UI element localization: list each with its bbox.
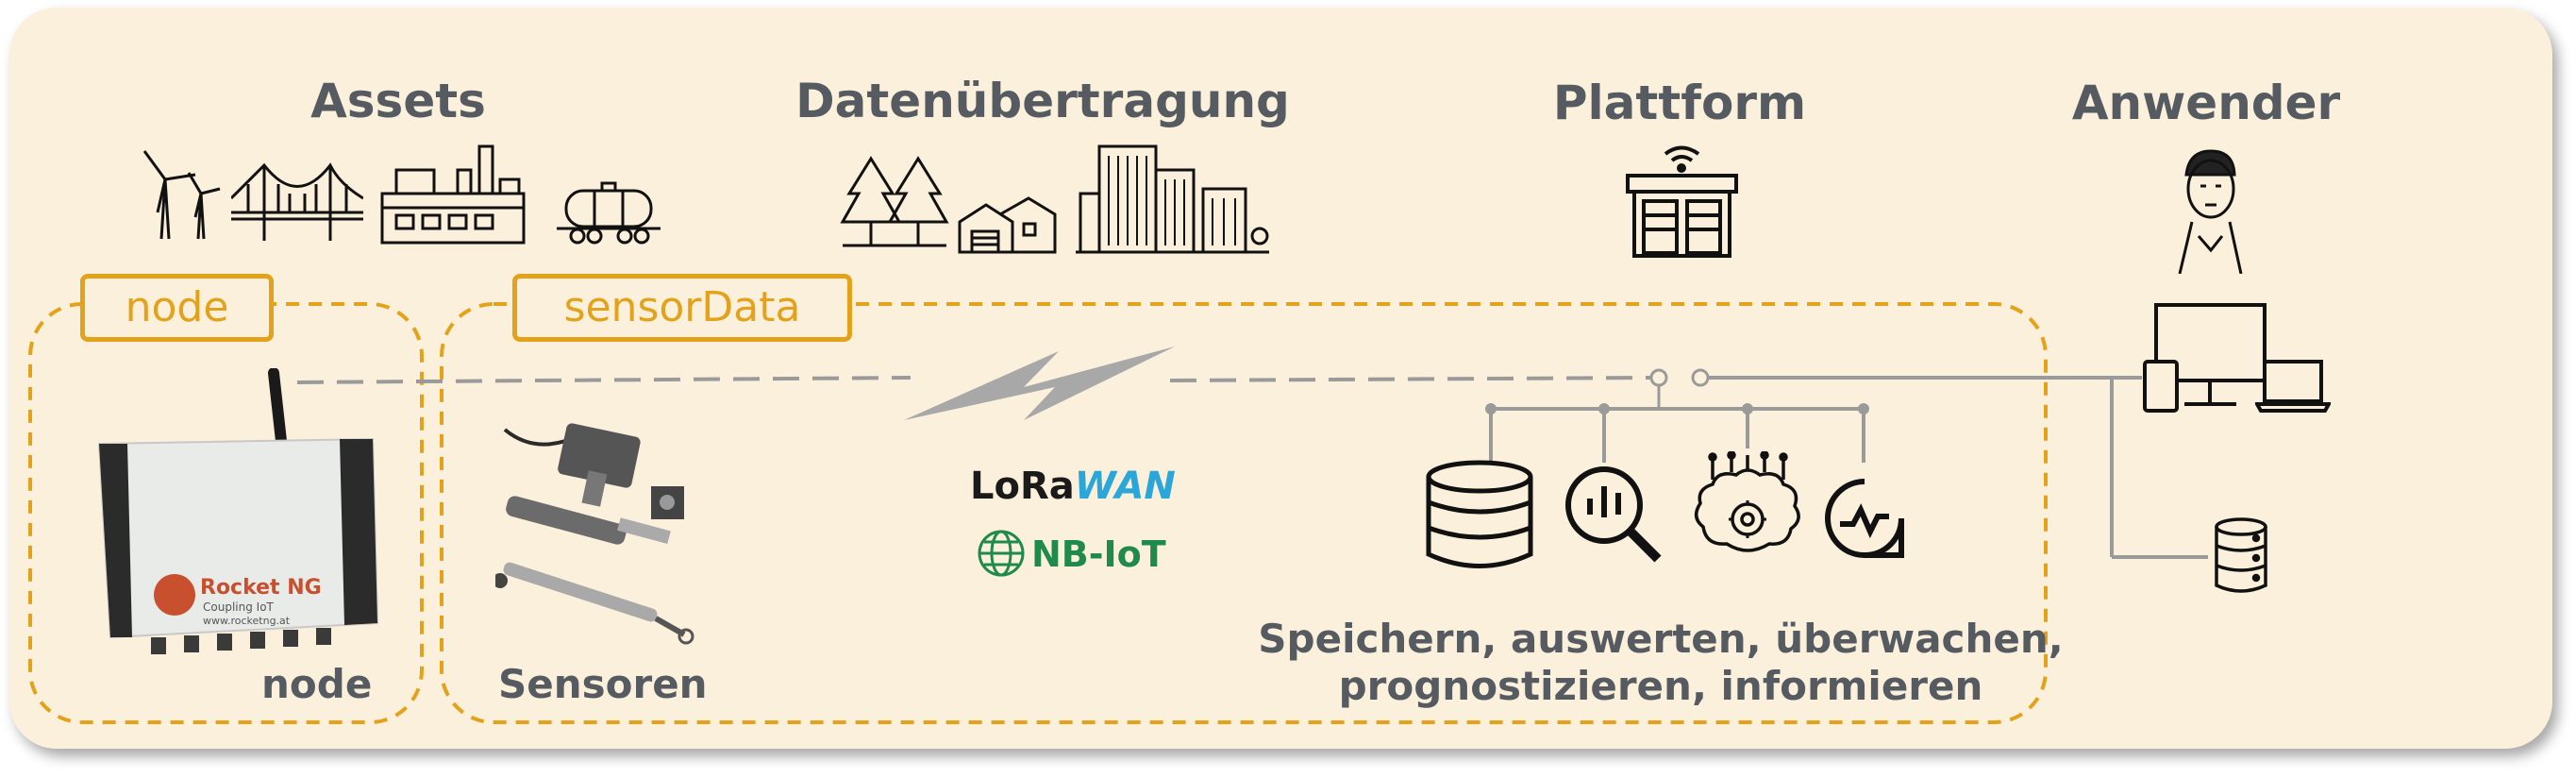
lorawan-logo-lora: LoRa (970, 465, 1075, 508)
lightning-icon (904, 347, 1175, 420)
transmission-line-right (1169, 376, 1654, 382)
heading-platform: Plattform (1552, 76, 1807, 130)
bridge-icon (231, 161, 363, 241)
platform-caption-line2: prognostizieren, informieren (1338, 663, 1983, 709)
sensor-data-group-box (440, 302, 2048, 724)
heading-data-transfer: Datenübertragung (795, 74, 1290, 128)
heading-user: Anwender (2071, 76, 2341, 130)
nbiot-globe-icon (977, 529, 1026, 578)
junction-2 (1691, 368, 1710, 387)
datacenter-icon (1623, 140, 1741, 260)
sensors-label: Sensoren (498, 661, 708, 707)
tank-wagon-icon (557, 179, 661, 245)
small-database-icon (2213, 517, 2269, 595)
city-icon (1076, 142, 1269, 257)
node-label: node (261, 661, 373, 707)
device-website: www.rocketng.at (203, 615, 291, 627)
tablet-icon (2142, 359, 2180, 414)
analysis-icon (1562, 463, 1664, 565)
device-brand: Rocket NG (200, 576, 322, 600)
node-tag: node (80, 274, 274, 342)
junction-1 (1649, 368, 1668, 387)
factory-icon (377, 142, 528, 245)
forest-icon (838, 151, 951, 255)
user-icon (2175, 146, 2246, 274)
ai-brain-icon (1689, 451, 1807, 569)
lorawan-logo: LoRaWAN (970, 465, 1176, 508)
sensors-image (495, 415, 698, 656)
sensor-data-tag: sensorData (512, 274, 852, 342)
transmission-line-left (296, 376, 912, 384)
node-device (90, 368, 387, 666)
database-icon (1423, 460, 1536, 573)
monitoring-icon (1823, 477, 1906, 560)
nbiot-logo: NB-IoT (1031, 533, 1166, 575)
laptop-icon (2255, 359, 2331, 414)
heading-assets: Assets (310, 74, 486, 128)
device-tagline: Coupling IoT (203, 600, 274, 614)
wind-turbine-icon (137, 146, 222, 241)
platform-caption-line1: Speichern, auswerten, überwachen, (1258, 616, 2064, 662)
monitor-icon (2151, 300, 2269, 414)
lorawan-logo-wan: WAN (1074, 465, 1176, 508)
houses-icon (958, 194, 1057, 255)
